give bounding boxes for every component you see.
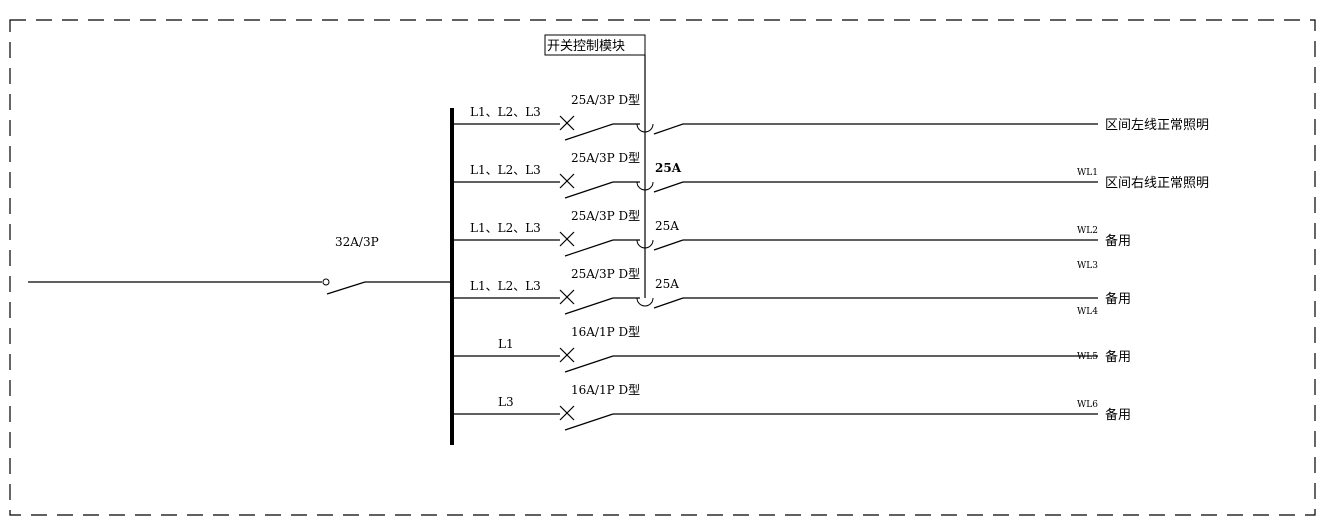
wire-label: WL1 [1077,168,1098,178]
phase-label: L1、L2、L3 [470,279,541,293]
control-module: 开关控制模块 [544,34,646,298]
breaker-rating: 25A/3P D型 [571,267,640,281]
wire-label: WL4 [1077,307,1098,317]
wire-label: WL5 [1077,352,1098,362]
breaker-rating: 25A/3P D型 [571,93,640,107]
main-breaker-rating: 32A/3P [335,235,379,249]
load-label: 备用 [1105,349,1131,365]
breaker-rating: 16A/1P D型 [571,383,640,397]
load-label: 备用 [1105,407,1131,423]
phase-label: L1 [498,337,514,351]
wire-label: WL2 [1077,226,1098,236]
contactor-rating: 25A [655,277,679,291]
circuit-row: L1、L2、L3 25A/3P D型 25A WL1 区间右线正常照明 [452,151,1209,199]
phase-label: L1、L2、L3 [470,105,541,119]
contactor-rating: 25A [655,161,682,175]
dashed-border [9,19,1316,516]
circuit-row: L1、L2、L3 25A/3P D型 25A WL2 备用 [452,209,1131,257]
module-label: 开关控制模块 [547,39,625,54]
phase-label: L1、L2、L3 [470,163,541,177]
circuit-row: L1 16A/1P D型 WL5 备用 [452,325,1131,373]
load-label: 区间右线正常照明 [1105,176,1209,191]
phase-label: L3 [498,395,514,409]
load-label: 备用 [1105,291,1131,307]
wire-label: WL6 [1077,400,1098,410]
phase-label: L1、L2、L3 [470,221,541,235]
main-breaker: 32A/3P [28,235,452,295]
breaker-rating: 16A/1P D型 [571,325,640,339]
load-label: 区间左线正常照明 [1105,118,1209,133]
contactor-rating: 25A [655,219,679,233]
wire-label: WL3 [1077,261,1098,271]
circuit-row: L3 16A/1P D型 WL6 备用 [452,383,1131,431]
breaker-rating: 25A/3P D型 [571,151,640,165]
breaker-rating: 25A/3P D型 [571,209,640,223]
load-label: 备用 [1105,233,1131,249]
